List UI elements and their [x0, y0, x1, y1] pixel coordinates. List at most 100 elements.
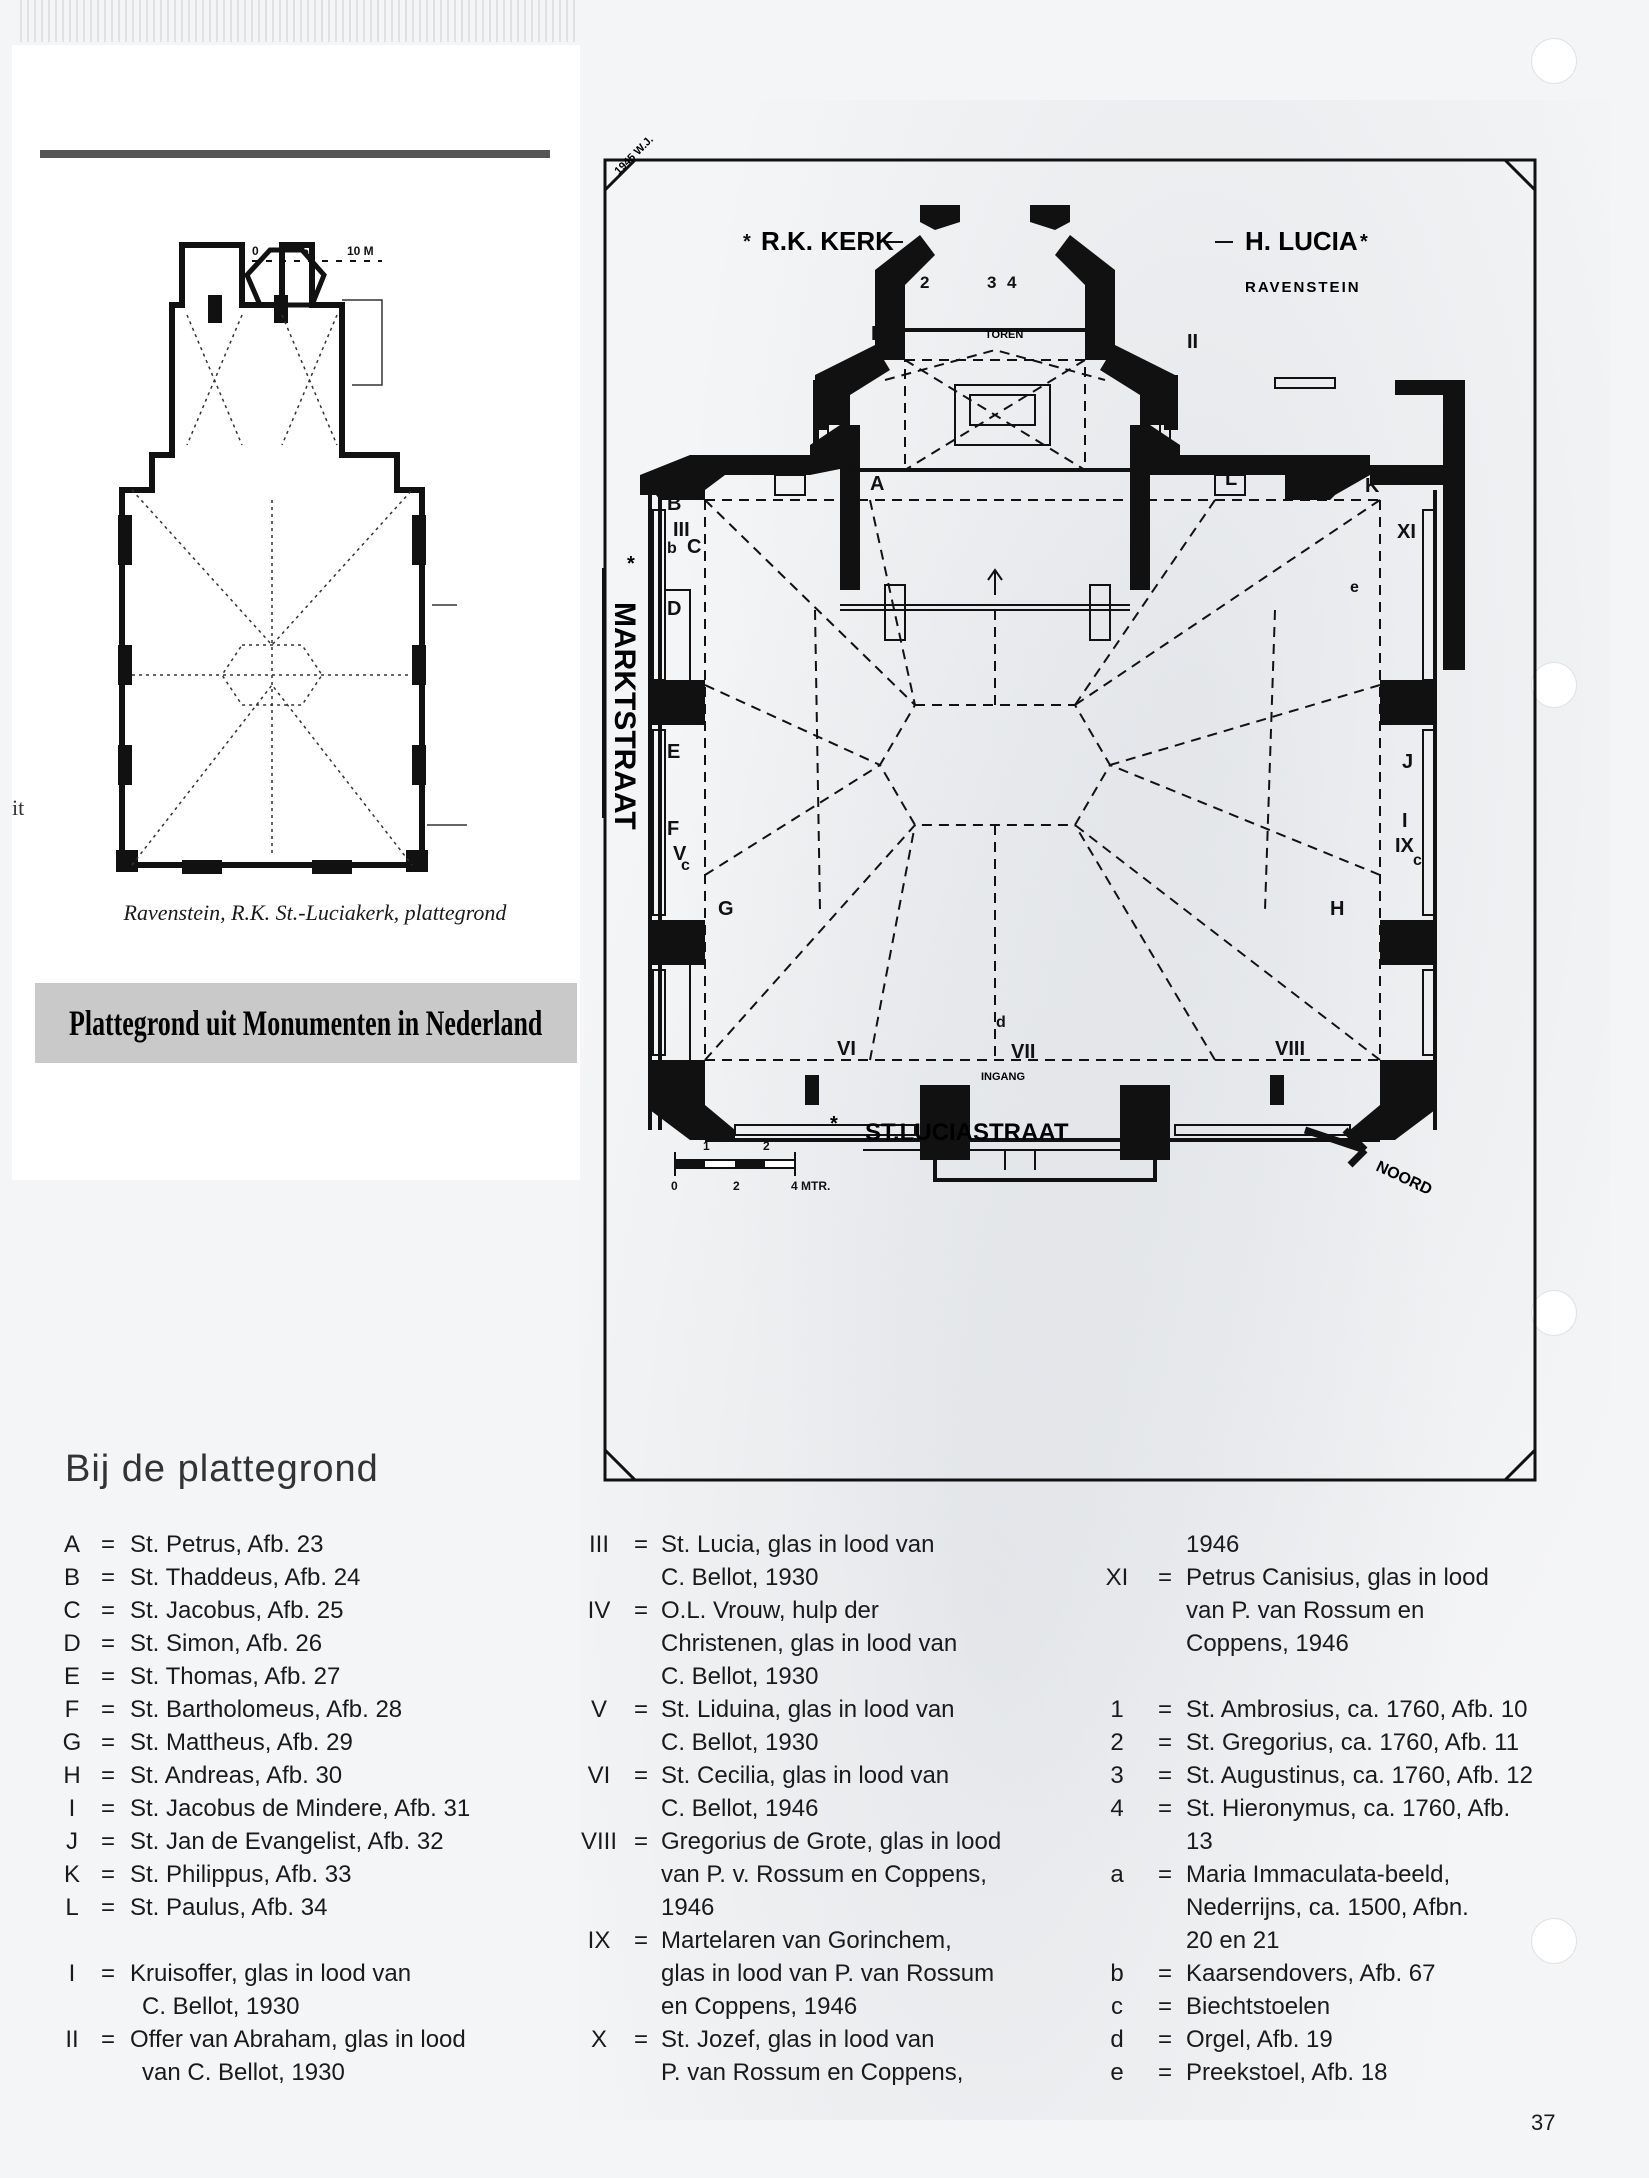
- legend-entry: II=Offer van Abraham, glas in lood: [58, 2023, 558, 2056]
- statue-label-H: H: [1330, 898, 1344, 920]
- legend-value-continued: C. Bellot, 1946: [661, 1795, 819, 1822]
- legend-entry: D = St. Simon, Afb. 26: [58, 1627, 558, 1660]
- legend-value-continued: C. Bellot, 1930: [661, 1729, 819, 1756]
- legend-value-continued: 13: [1186, 1828, 1213, 1855]
- faint-background-print: [580, 100, 1610, 2120]
- small-plan-caption: Ravenstein, R.K. St.-Luciakerk, plattegr…: [123, 900, 507, 925]
- tower-label: TOREN: [985, 329, 1023, 341]
- scale-bar: [674, 1152, 796, 1176]
- legend-key: B: [63, 1564, 80, 1591]
- legend-equals: =: [1157, 1993, 1172, 2020]
- legend-equals: =: [100, 1564, 115, 1591]
- legend-key: V: [590, 1696, 607, 1723]
- legend-equals: =: [100, 1795, 115, 1822]
- legend-value-continued: C. Bellot, 1930: [142, 1993, 300, 2020]
- legend-value-continued: C. Bellot, 1930: [661, 1663, 819, 1690]
- legend-title: Bij de plattegrond: [65, 1448, 379, 1490]
- legend-entry: IX=Martelaren van Gorinchem,: [577, 1924, 1012, 1957]
- legend-equals: =: [100, 1861, 115, 1888]
- legend-value: St. Thomas, Afb. 27: [130, 1663, 341, 1690]
- legend-key: G: [62, 1729, 82, 1756]
- small-floor-plan: 0 5 10 M it: [12, 150, 550, 874]
- legend-entry: VIII=Gregorius de Grote, glas in lood: [577, 1825, 1012, 1858]
- binder-hole: [1531, 1290, 1577, 1336]
- legend-value-continued: van P. van Rossum en: [1186, 1597, 1425, 1624]
- legend-equals: =: [100, 1630, 115, 1657]
- legend-equals: =: [1157, 1762, 1172, 1789]
- legend-value: St. Bartholomeus, Afb. 28: [130, 1696, 403, 1723]
- statue-label-K: K: [1365, 475, 1380, 497]
- legend-value: St. Petrus, Afb. 23: [130, 1531, 324, 1558]
- legend-entry: VI=St. Cecilia, glas in lood van: [577, 1759, 1012, 1792]
- legend-entry: 1=St. Ambrosius, ca. 1760, Afb. 10: [1090, 1693, 1560, 1726]
- legend-entry: J=St. Jan de Evangelist, Afb. 32: [58, 1825, 558, 1858]
- window-label-VI: VI: [837, 1038, 856, 1060]
- legend-column-1: A=St. Petrus, Afb. 23 B = St. Thaddeus, Afb…: [58, 1528, 558, 2089]
- legend-entry: a=Maria Immaculata-beeld,: [1090, 1858, 1560, 1891]
- legend-key: K: [63, 1861, 80, 1888]
- legend-equals: =: [1157, 1795, 1172, 1822]
- legend-entry: e=Preekstoel, Afb. 18: [1090, 2056, 1560, 2089]
- legend-equals: =: [633, 1927, 648, 1954]
- legend-entry: IV=O.L. Vrouw, hulp der: [577, 1594, 1012, 1627]
- legend-entry: E=St. Thomas, Afb. 27: [58, 1660, 558, 1693]
- legend-value: St. Liduina, glas in lood van: [661, 1696, 955, 1723]
- legend-entry: b=Kaarsendovers, Afb. 67: [1090, 1957, 1560, 1990]
- tower-number-3: 3: [987, 273, 996, 292]
- legend-key: III: [588, 1531, 609, 1558]
- legend-value: St. Paulus, Afb. 34: [130, 1894, 328, 1921]
- legend-entry: K=St. Philippus, Afb. 33: [58, 1858, 558, 1891]
- window-label-X: X: [1397, 681, 1411, 703]
- legend-value-continued: 1946: [661, 1894, 715, 1921]
- letter-c: c: [575, 130, 576, 131]
- legend-value-continued: 20 en 21: [1186, 1927, 1280, 1954]
- legend-value: St. Mattheus, Afb. 29: [130, 1729, 353, 1756]
- statue-label-G: G: [718, 898, 734, 920]
- legend-key: IV: [587, 1597, 611, 1624]
- legend-entry: XI=Petrus Canisius, glas in lood: [1090, 1561, 1560, 1594]
- legend-entry: c=Biechtstoelen: [1090, 1990, 1560, 2023]
- legend-entry: A=St. Petrus, Afb. 23: [58, 1528, 558, 1561]
- legend-equals: =: [1157, 1564, 1172, 1591]
- statue-label-F: F: [667, 818, 679, 840]
- asterisk-mark: *: [743, 231, 751, 253]
- legend-value: Orgel, Afb. 19: [1186, 2026, 1333, 2053]
- legend-key: e: [1110, 2059, 1124, 2086]
- legend-equals: =: [100, 1597, 115, 1624]
- legend-value-continued: P. van Rossum en Coppens,: [661, 2059, 964, 2086]
- binder-hole: [1531, 1918, 1577, 1964]
- legend-value: St. Cecilia, glas in lood van: [661, 1762, 950, 1789]
- legend-equals: =: [100, 2026, 115, 2053]
- street-side: MARKTSTRAAT: [608, 602, 641, 830]
- legend-entry: 4=St. Hieronymus, ca. 1760, Afb.: [1090, 1792, 1560, 1825]
- statue-label-C: C: [687, 536, 701, 558]
- legend-entry: I=St. Jacobus de Mindere, Afb. 31: [58, 1792, 558, 1825]
- legend-entry: B = St. Thaddeus, Afb. 24: [58, 1561, 558, 1594]
- legend-value: St. Augustinus, ca. 1760, Afb. 12: [1186, 1762, 1533, 1789]
- letter-c: c: [681, 857, 690, 874]
- legend-value-continued: C. Bellot, 1930: [661, 1564, 819, 1591]
- legend-key: F: [64, 1696, 80, 1723]
- legend-key: D: [63, 1630, 81, 1657]
- legend-value: St. Simon, Afb. 26: [130, 1630, 323, 1657]
- page-number: 37: [1531, 2110, 1556, 2135]
- legend-key: 1: [1110, 1696, 1124, 1723]
- legend-entry: X=St. Jozef, glas in lood van: [577, 2023, 1012, 2056]
- legend-key: IX: [587, 1927, 611, 1954]
- legend-entry: C=St. Jacobus, Afb. 25: [58, 1594, 558, 1627]
- window-label-V: V: [673, 843, 687, 865]
- small-scale-label: 5: [302, 244, 309, 258]
- legend-value: Kruisoffer, glas in lood van: [130, 1960, 412, 1987]
- statue-label-D: D: [667, 598, 681, 620]
- main-floor-plan: 1945 W.J. * R.K. KERK H. LUCIA * RAVENST…: [575, 130, 1537, 1482]
- legend-key: XI: [1105, 1564, 1129, 1591]
- legend-column-2: III=St. Lucia, glas in lood van C. Bellot…: [577, 1528, 1012, 2089]
- window-label-III: III: [673, 519, 690, 541]
- legend-entry: I=Kruisoffer, glas in lood van: [58, 1957, 558, 1990]
- legend-equals: =: [100, 1894, 115, 1921]
- legend-entry: III=St. Lucia, glas in lood van: [577, 1528, 1012, 1561]
- legend-key: 4: [1110, 1795, 1124, 1822]
- legend-value-continued: van P. v. Rossum en Coppens,: [661, 1861, 987, 1888]
- legend-value: St. Thaddeus, Afb. 24: [130, 1564, 361, 1591]
- asterisk-mark: *: [830, 1113, 838, 1135]
